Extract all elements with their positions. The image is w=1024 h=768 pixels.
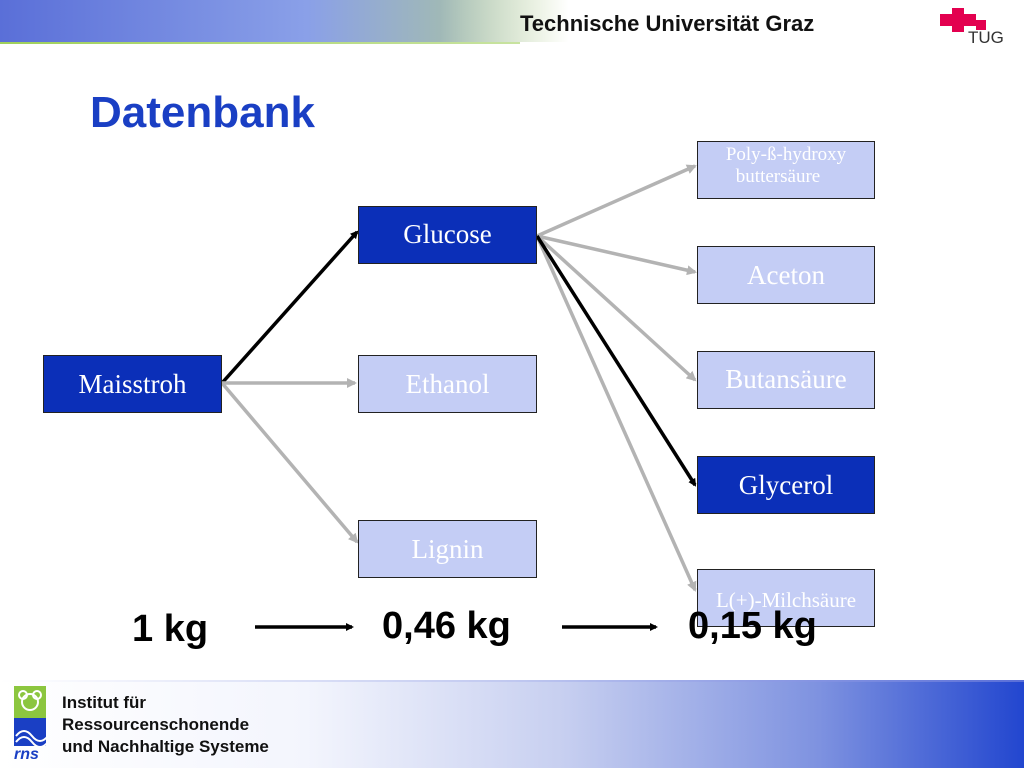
institute-name: Institut für Ressourcenschonende und Nac… <box>62 692 269 758</box>
node-maisstroh: Maisstroh <box>43 355 222 413</box>
node-lignin: Lignin <box>358 520 537 578</box>
slide-title: Datenbank <box>90 88 315 137</box>
arrow-glucose-phb <box>536 164 697 238</box>
node-milchsaeure: L(+)-Milchsäure <box>697 569 875 627</box>
institute-name-line-3: und Nachhaltige Systeme <box>62 737 269 756</box>
institute-name-line-2: Ressourcenschonende <box>62 715 250 734</box>
university-name: Technische Universität Graz <box>520 11 815 36</box>
node-aceton-label: Aceton <box>747 259 825 290</box>
footer-divider <box>0 680 1024 682</box>
tug-logo-text: TUG <box>968 28 1004 47</box>
header-band-fade <box>440 0 1024 42</box>
arrow-glucose-milchsaeure <box>535 235 697 592</box>
rns-logo-text: rns <box>14 746 39 763</box>
arrow-maisstroh-glucose <box>220 230 359 385</box>
node-lignin-label: Lignin <box>411 533 484 564</box>
node-glucose-label: Glucose <box>403 219 492 249</box>
node-maisstroh-label: Maisstroh <box>78 368 187 399</box>
node-ethanol: Ethanol <box>358 355 537 413</box>
rns-logo-icon <box>14 686 49 748</box>
arrow-glucose-glycerol <box>535 235 697 487</box>
mass-label-2: 0,46 kg <box>382 605 511 647</box>
footer-band <box>0 682 1024 768</box>
arrow-glucose-butansaeure <box>535 234 697 382</box>
node-phb: Poly-ß-hydroxy buttersäure <box>697 141 875 199</box>
node-butansaeure-label: Butansäure <box>725 364 847 394</box>
mass-label-1: 1 kg <box>132 608 209 650</box>
node-milchsaeure-label: L(+)-Milchsäure <box>715 588 857 612</box>
node-phb-label-2: buttersäure <box>735 166 821 187</box>
header-divider <box>0 42 520 44</box>
institute-name-line-1: Institut für <box>62 693 147 712</box>
mass-label-3: 0,15 kg <box>688 605 817 647</box>
node-glycerol: Glycerol <box>697 456 875 514</box>
node-glycerol-label: Glycerol <box>738 469 834 500</box>
node-glucose: Glucose <box>358 206 537 264</box>
node-aceton: Aceton <box>697 246 875 304</box>
arrow-maisstroh-lignin <box>220 381 359 544</box>
node-phb-label-1: Poly-ß-hydroxy <box>725 144 847 165</box>
tug-logo-icon <box>940 8 986 32</box>
arrow-glucose-aceton <box>536 234 697 276</box>
node-ethanol-label: Ethanol <box>405 368 490 399</box>
node-butansaeure: Butansäure <box>697 351 875 409</box>
